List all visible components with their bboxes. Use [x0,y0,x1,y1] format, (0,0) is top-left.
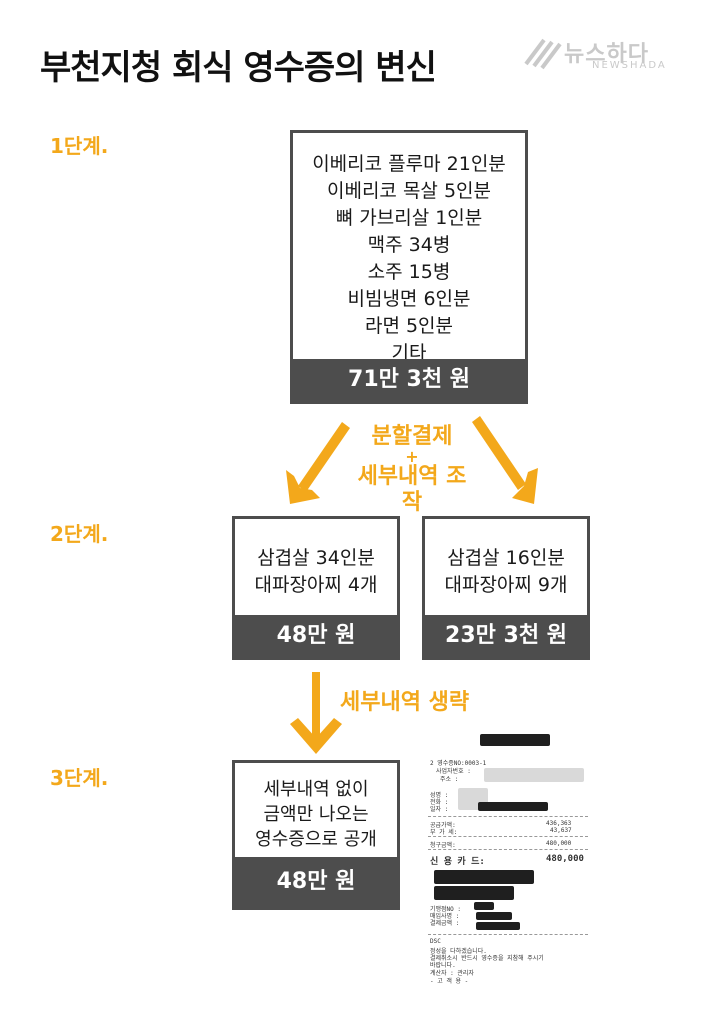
step-2-label: 2단계. [50,522,109,546]
step-1-label: 1단계. [50,134,109,158]
redaction-bar [434,886,514,900]
step3-item-list: 세부내역 없이 금액만 나오는 영수증으로 공개 [235,763,397,852]
receipt-approval-label: 기맹점NO : [430,906,462,913]
step1-total: 71만 3천 원 [293,359,525,401]
step2-left-item-list: 삼겹살 34인분 대파장아찌 4개 [235,519,397,599]
receipt-notice-1: 결제취소시 반드시 영수증을 지참해 주시기 [430,955,544,962]
receipt-card-label: 신 용 카 드: [430,857,485,867]
receipt-name: 성명 : [430,792,449,799]
step2-right-item-list: 삼겹살 16인분 대파장아찌 9개 [425,519,587,599]
list-item: 비빔냉면 6인분 [347,288,471,310]
receipt-vat-label: 부 가 세: [430,829,458,836]
logo-subtext: NEWSHADA [592,60,667,71]
step1-item-list: 이베리코 플루마 21인분 이베리코 목살 5인분 뼈 가브리살 1인분 맥주 … [293,133,525,367]
receipt-header: 2 영수증NO:0003-1 [430,760,487,767]
step2-left-total: 48만 원 [235,615,397,657]
list-item: 대파장아찌 4개 [254,574,378,596]
list-item: 대파장아찌 9개 [444,574,568,596]
receipt-amount-label: 결제금액 : [430,920,460,927]
receipt-tel: 전화 : [430,799,449,806]
receipt-charge-value: 480,000 [546,840,572,847]
list-item: 라면 5인분 [364,315,454,337]
newshada-logo: 뉴스하다 NEWSHADA [522,34,682,74]
receipt-address: 주소 : [440,776,459,783]
blur-patch [484,768,584,782]
receipt-card-value: 480,000 [546,854,584,864]
list-item: 소주 15병 [367,261,451,283]
receipt-vat-value: 43,637 [550,827,572,834]
receipt-notice-2: 바랍니다. [430,962,456,969]
arrow-down-right-icon [472,416,526,490]
redaction-bar [480,734,550,746]
step1-receipt-box: 이베리코 플루마 21인분 이베리코 목살 5인분 뼈 가브리살 1인분 맥주 … [290,130,528,404]
arrow-down-right-head-icon [512,468,538,504]
split-label-line2: 세부내역 조작 [357,464,467,515]
receipt-charge-label: 청구금액: [430,842,456,849]
list-item: 맥주 34병 [367,234,451,256]
receipt-supply-value: 436,363 [546,820,572,827]
receipt-divider [428,836,588,837]
arrow-down-shaft-icon [312,672,320,738]
list-item: 영수증으로 공개 [255,829,377,850]
receipt-divider [428,816,588,817]
step2-right-receipt-box: 삼겹살 16인분 대파장아찌 9개 23만 3천 원 [422,516,590,660]
split-label-line1: 분할결제 [371,424,453,449]
redaction-bar [478,802,548,811]
receipt-dsc: DSC [430,938,441,945]
list-item: 세부내역 없이 [263,779,369,800]
split-payment-label: 분할결제 + 세부내역 조작 [348,424,476,516]
receipt-divider [428,934,588,935]
arrow-down-left-icon [298,422,350,492]
receipt-biz-no: 사업자번호 : [436,768,471,775]
list-item: 이베리코 목살 5인분 [326,180,491,202]
receipt-divider [428,849,588,850]
omit-details-label: 세부내역 생략 [340,690,470,715]
logo-stripes-icon [524,38,562,70]
list-item: 이베리코 플루마 21인분 [312,153,506,175]
arrow-down-head-icon [290,718,342,754]
list-item: 삼겹살 34인분 [257,547,375,569]
redacted-receipt-image: 2 영수증NO:0003-1 사업자번호 : 주소 : 성명 : 전화 : 일자… [424,730,592,992]
receipt-customer-copy: - 고 객 용 - [430,978,469,985]
logo-text: 뉴스하다 [564,42,649,67]
redaction-bar [474,902,494,910]
list-item: 뼈 가브리살 1인분 [335,207,483,229]
list-item: 금액만 나오는 [263,804,369,825]
list-item: 삼겹살 16인분 [447,547,565,569]
step2-left-receipt-box: 삼겹살 34인분 대파장아찌 4개 48만 원 [232,516,400,660]
receipt-thanks: 정성을 다하겠습니다. [430,948,487,955]
receipt-cashier: 계산자 : 관리자 [430,970,474,977]
receipt-buyer-label: 매입사명 : [430,913,460,920]
redaction-bar [476,922,520,930]
receipt-supply-label: 공급가액: [430,822,456,829]
step-3-label: 3단계. [50,766,109,790]
page-title: 부천지청 회식 영수증의 변신 [40,48,437,88]
list-item: 기타 [391,342,427,364]
receipt-date: 일자 : [430,806,449,813]
step3-receipt-box: 세부내역 없이 금액만 나오는 영수증으로 공개 48만 원 [232,760,400,910]
plus-sign: + [405,447,419,466]
arrow-down-left-head-icon [286,470,320,504]
step3-total: 48만 원 [235,857,397,907]
step2-right-total: 23만 3천 원 [425,615,587,657]
redaction-bar [476,912,512,920]
redaction-bar [434,870,534,884]
